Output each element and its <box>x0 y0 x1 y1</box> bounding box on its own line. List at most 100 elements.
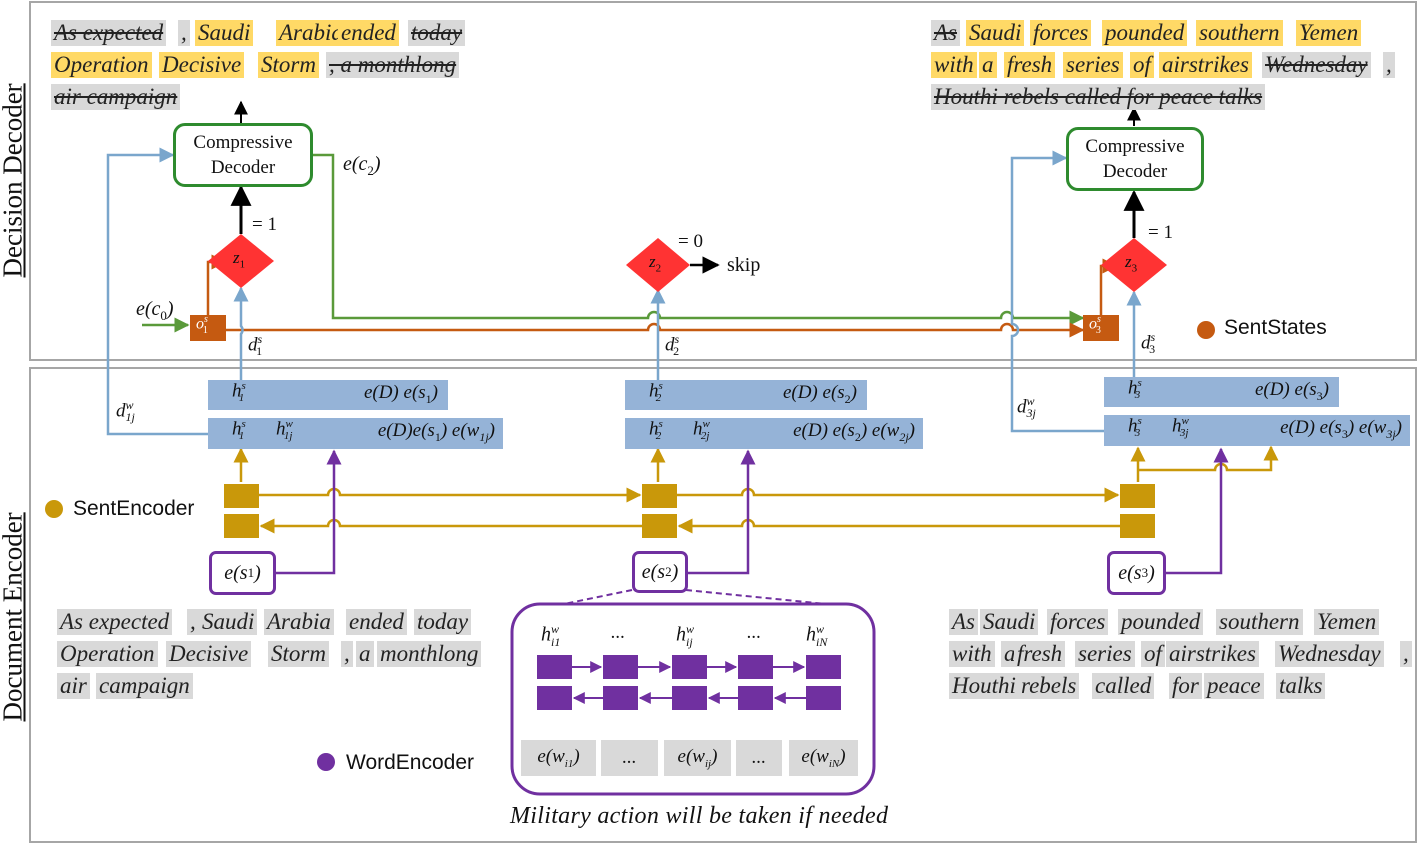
z2-sub: 2 <box>655 262 662 275</box>
sentence-embedding-2-close: ) <box>671 560 679 583</box>
input-s3-token-1: As <box>949 609 978 635</box>
bar-top-h-1-sub: 1 <box>238 392 245 405</box>
bar-top-h-1-base: h <box>232 380 242 402</box>
decision-z1 <box>208 234 274 288</box>
wordenc-input-4: ... <box>736 740 782 776</box>
wordenc-hidden-5-sub: iN <box>816 634 828 649</box>
wordenc-input-1-expr: e(wi1) <box>537 746 579 770</box>
bar-bot-h-3-base: h <box>1128 415 1138 437</box>
sentenc-fwd-1 <box>224 484 259 508</box>
wordenc-hidden-5-base: h <box>806 623 816 646</box>
wordenc-input-1-expr-close: ) <box>573 746 580 768</box>
d3s-sup: s <box>1150 330 1156 344</box>
z2-base: z <box>649 252 656 271</box>
wordenc-input-3-expr-base: e(w <box>677 746 705 768</box>
bar-bot-right-1-close2: ) <box>488 420 495 441</box>
legend-sentencoder-label: SentEncoder <box>73 497 195 520</box>
input-s1-token-11: a <box>356 641 374 667</box>
d1jw-sup: w <box>125 398 134 412</box>
bar-bot-right-1-sub2: 1j <box>479 429 489 444</box>
bar-bot-h-2-base: h <box>649 418 659 440</box>
wordenc-cell-bwd-5 <box>806 686 841 710</box>
sentstates-link <box>226 322 1085 338</box>
wordenc-hidden-5-sup: w <box>816 622 825 636</box>
wordenc-hidden-2: ... <box>611 622 625 644</box>
input-s3-token-18: for <box>1169 673 1202 699</box>
z2-value: = 0 <box>678 231 703 252</box>
input-s3-token-17: called <box>1092 673 1155 699</box>
wordenc-hidden-3-sup: w <box>686 622 695 636</box>
bar-bot-right-2-close: ) <box>860 420 872 441</box>
bar-top-right-2-base: e(D) e(s <box>782 382 845 403</box>
bar-bot-right-3-close: ) <box>1347 417 1359 438</box>
wordenc-cell-bwd-4 <box>738 686 773 710</box>
input-s3-token-6: Yemen <box>1314 609 1380 635</box>
ec2-label: e(c2) <box>343 153 381 179</box>
z2-label: z2 <box>649 252 661 274</box>
bar-top-right-1: e(D) e(s1) <box>364 382 438 407</box>
output-s1-token-6: today <box>408 20 466 46</box>
sentstate-o1 <box>190 315 226 341</box>
d3jw-label: dw3j <box>1017 394 1036 421</box>
d1s-sup: s <box>257 332 263 346</box>
d1jw-label: dw1j <box>116 398 135 425</box>
d3jw-sup: w <box>1026 394 1035 408</box>
wordenc-input-4-expr: ... <box>752 747 766 769</box>
bar-bot-right-2-close2: ) <box>908 420 915 441</box>
bar-top-right-1-base: e(D) e(s <box>363 382 426 403</box>
z1-sub: 1 <box>239 258 246 271</box>
wordenc-input-2-expr: ... <box>622 747 636 769</box>
zoom-line-left <box>563 589 633 605</box>
bar-bot-right-1-sub: 1 <box>434 429 441 444</box>
output-s1-token-10: , a monthlong <box>326 52 460 78</box>
input-s1-token-10: , <box>341 641 353 667</box>
bar-bot-right-1-close: ) <box>440 420 452 441</box>
legend-sentencoder-dot <box>45 500 63 518</box>
bar-bot-h-3-sup: s <box>1137 415 1142 427</box>
d1s-link <box>233 286 249 380</box>
input-s1-token-12: monthlong <box>377 641 482 667</box>
input-s1-token-8: Decisive <box>166 641 252 667</box>
zoom-line-right <box>685 589 827 605</box>
o3-base: o <box>1089 315 1097 333</box>
output-s3-token-15: Houthi rebels called for peace talks <box>931 84 1266 110</box>
z3-sub: 3 <box>1131 262 1138 275</box>
ec2-sub: 2 <box>367 163 374 178</box>
bar-bot-right-3-sub2: 3j <box>1386 426 1396 441</box>
bar-top-right-3-close: ) <box>1322 379 1329 400</box>
bar-bot-hw-3-sub: 3j <box>1179 427 1189 440</box>
input-s3-token-9: fresh <box>1014 641 1066 667</box>
bar-top-right-1-close: ) <box>431 382 438 403</box>
bar-top-h-3-sup: s <box>1137 377 1142 389</box>
decoder-panel <box>29 1 1417 361</box>
input-s3-token-11: of <box>1141 641 1165 667</box>
input-s3-token-15: Houthi <box>949 673 1019 699</box>
wordenc-hidden-3-sub: ij <box>686 634 693 649</box>
wordenc-cell-bwd-3 <box>672 686 707 710</box>
wordenc-fwd-arrows <box>572 661 806 704</box>
bar-top-h-2-sub: 2 <box>655 392 662 405</box>
wordenc-cell-fwd-4 <box>738 655 773 679</box>
bar-top-right-2-close: ) <box>850 382 857 403</box>
decoder1-line2: Decoder <box>210 157 276 178</box>
decoder1-line1: Compressive <box>193 132 293 153</box>
output-s3-token-14: , <box>1383 52 1395 78</box>
wordenc-input-2-expr-base: ... <box>622 747 637 768</box>
o3-sub: 3 <box>1095 324 1101 336</box>
o1-label: os1 <box>196 314 208 336</box>
output-s3-token-11: of <box>1130 52 1154 78</box>
input-s3-token-16: rebels <box>1018 673 1080 699</box>
sentence-embedding-2-sub: 2 <box>665 564 672 579</box>
bar-top-right-2-sub: 2 <box>844 391 851 406</box>
wordenc-detail-frame <box>510 602 876 796</box>
sentenc-fwd-2 <box>642 484 677 508</box>
wordenc-cell-fwd-5 <box>806 655 841 679</box>
bar-bot-hw-2: hw2j <box>693 418 710 442</box>
bar-bot-hw-3: hw3j <box>1172 415 1189 440</box>
sentence-embedding-1-sub: 1 <box>247 565 255 580</box>
input-s1-token-4: Arabia <box>264 609 334 635</box>
wordenc2-link <box>688 449 756 575</box>
